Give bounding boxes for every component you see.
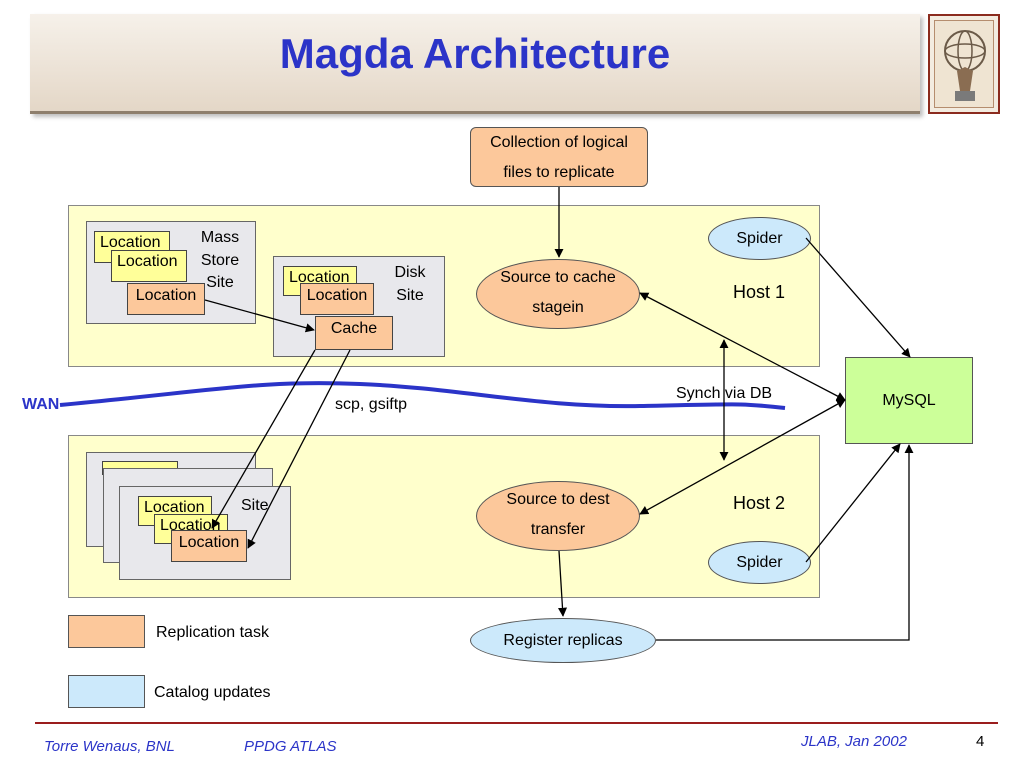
mass-store-label-3: Site bbox=[206, 274, 234, 291]
arrow-location-to-cache bbox=[204, 299, 315, 333]
collection-box: Collection of logical files to replicate bbox=[470, 127, 648, 187]
title-bar bbox=[30, 14, 920, 114]
collection-line-1: Collection of logical bbox=[490, 134, 628, 151]
wan-line bbox=[59, 381, 786, 410]
footer-divider bbox=[35, 722, 998, 724]
collection-line-2: files to replicate bbox=[503, 164, 615, 181]
source-to-dest-line-1: Source to dest bbox=[506, 491, 610, 508]
disk-site-location-2: Location bbox=[300, 283, 374, 315]
source-to-dest-line-2: transfer bbox=[530, 521, 586, 538]
mass-store-location-2: Location bbox=[111, 250, 187, 282]
register-replicas: Register replicas bbox=[470, 618, 656, 663]
wan-label: WAN bbox=[22, 396, 60, 413]
atlas-logo bbox=[928, 14, 1000, 114]
arrow-transfer-mysql bbox=[639, 399, 846, 515]
footer-venue: JLAB, Jan 2002 bbox=[801, 733, 907, 750]
arrow-register-mysql bbox=[656, 444, 914, 641]
slide-title: Magda Architecture bbox=[279, 30, 671, 77]
legend-replication-label: Replication task bbox=[156, 624, 269, 641]
source-to-dest-transfer: Source to dest transfer bbox=[476, 481, 640, 551]
arrow-stagein-mysql bbox=[639, 292, 846, 401]
source-to-cache-line-1: Source to cache bbox=[500, 269, 616, 286]
disk-site-cache: Cache bbox=[315, 316, 393, 350]
footer-project: PPDG ATLAS bbox=[244, 738, 337, 755]
arrow-spider2-mysql bbox=[805, 443, 901, 563]
atlas-statue-icon bbox=[944, 30, 986, 101]
mysql-db: MySQL bbox=[845, 357, 973, 444]
disk-site-location-1: Location bbox=[283, 266, 357, 296]
atlas-logo-image bbox=[934, 20, 994, 108]
page-number: 4 bbox=[976, 733, 985, 750]
source-to-cache-line-2: stagein bbox=[532, 299, 584, 316]
dest-site-label: Site bbox=[241, 497, 269, 514]
arrow-spider1-mysql bbox=[805, 237, 911, 358]
wan-protocols-label: scp, gsiftp bbox=[335, 396, 408, 413]
arrow-cache-to-dest-2 bbox=[247, 349, 351, 549]
mass-store-label-2: Store bbox=[200, 252, 240, 269]
spider-host1: Spider bbox=[708, 217, 811, 260]
mass-store-location-3: Location bbox=[127, 283, 205, 315]
disk-site-label-2: Site bbox=[396, 287, 424, 304]
dest-site-location-3: Location bbox=[171, 530, 247, 562]
mass-store-label-1: Mass bbox=[200, 229, 240, 246]
disk-site-label-1: Disk bbox=[394, 264, 426, 281]
legend-catalog-swatch bbox=[68, 675, 145, 708]
arrow-cache-to-dest-1 bbox=[211, 349, 316, 529]
footer-author: Torre Wenaus, BNL bbox=[44, 738, 175, 755]
legend-replication-swatch bbox=[68, 615, 145, 648]
arrow-transfer-register bbox=[557, 550, 568, 617]
spider-host2: Spider bbox=[708, 541, 811, 584]
legend-catalog-label: Catalog updates bbox=[154, 684, 271, 701]
source-to-cache-stagein: Source to cache stagein bbox=[476, 259, 640, 329]
